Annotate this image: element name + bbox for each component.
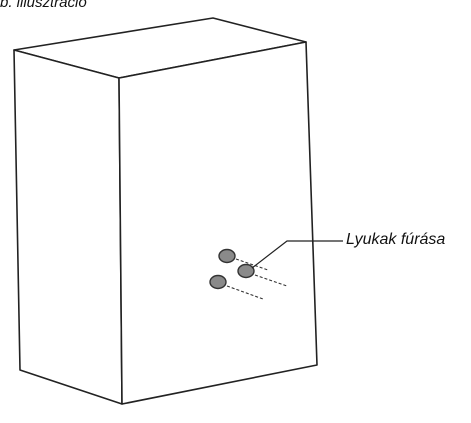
cabinet-front-face: [118, 41, 318, 405]
drill-hole-upper: [218, 248, 236, 264]
cabinet-left-face: [13, 49, 123, 405]
drill-guide-upper: [235, 258, 269, 271]
figure-caption: b. illusztráció: [0, 0, 87, 11]
callout-leader-line: [251, 240, 343, 269]
drill-guide-lower: [226, 285, 264, 300]
drill-hole-lower: [209, 274, 227, 290]
drill-hole-middle: [237, 263, 255, 279]
callout-label: Lyukak fúrása: [346, 231, 446, 248]
drill-guide-middle: [254, 274, 288, 287]
